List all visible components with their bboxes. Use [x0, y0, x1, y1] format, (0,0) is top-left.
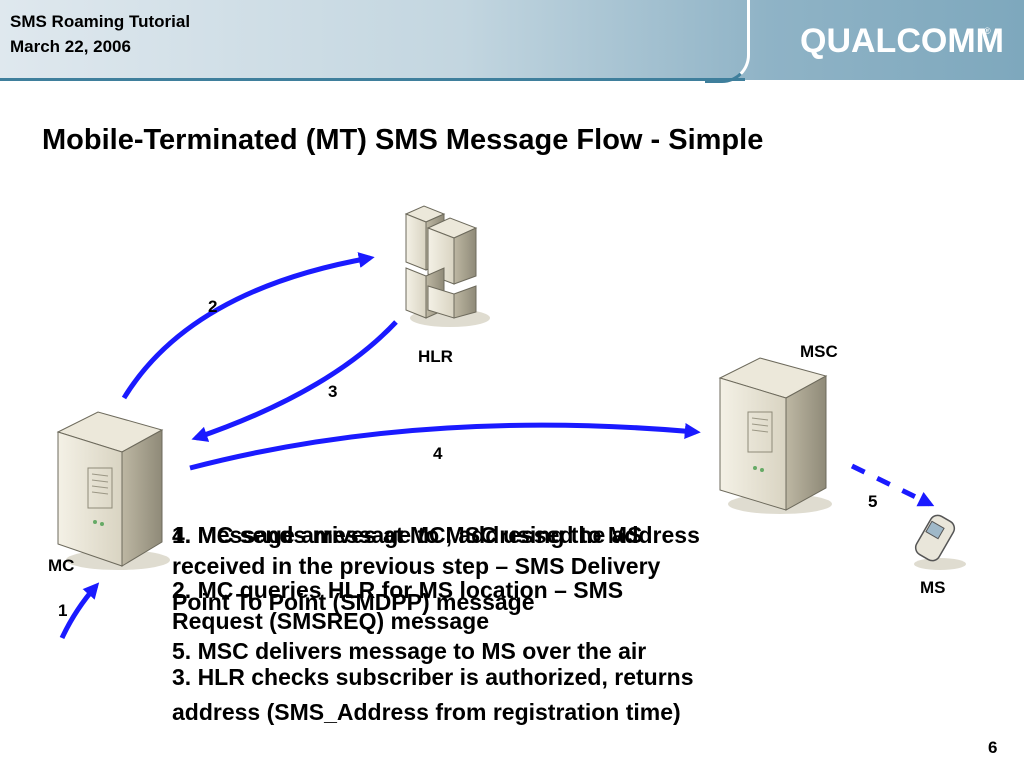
- mc-label: MC: [48, 556, 75, 575]
- ms-label: MS: [920, 578, 946, 597]
- slide-header: [0, 0, 1024, 80]
- header-divider: [0, 78, 745, 81]
- header-curve: [705, 0, 750, 83]
- registered-mark: ®: [984, 26, 991, 36]
- step-4-text-line-1: 4. MC sends message to MSC using the add…: [172, 522, 700, 548]
- hlr-server-icon: [404, 205, 490, 327]
- slide-title: Mobile-Terminated (MT) SMS Message Flow …: [42, 124, 764, 156]
- qualcomm-logo: QUALCOMM: [800, 22, 1004, 60]
- msc-label: MSC: [800, 342, 838, 361]
- step-5-text: 5. MSC delivers message to MS over the a…: [172, 638, 647, 664]
- arrow-number-3: 3: [328, 382, 338, 401]
- step-2-text-line-1: 2. MC queries HLR for MS location – SMS: [172, 577, 624, 603]
- step-1-text: 1. Message arrives at MC, addressed to M…: [172, 522, 643, 548]
- hlr-label: HLR: [418, 347, 453, 366]
- arrow-step-2: [121, 252, 375, 400]
- arrow-step-4: [189, 422, 701, 471]
- step-4-text-line-2: received in the previous step – SMS Deli…: [172, 553, 661, 579]
- step-3-text-line-1: 3. HLR checks subscriber is authorized, …: [172, 664, 694, 690]
- step-4-text-line-3: Point To Point (SMDPP) message: [172, 589, 535, 615]
- arrow-step-3: [191, 320, 398, 442]
- page-number: 6: [988, 738, 998, 757]
- arrow-number-1: 1: [58, 601, 68, 620]
- arrow-number-4: 4: [433, 444, 443, 463]
- step-3-text-line-2: address (SMS_Address from registration t…: [172, 699, 681, 725]
- mobile-phone-icon: [914, 514, 966, 570]
- presentation-date: March 22, 2006: [10, 37, 131, 56]
- step-2-text-line-2: Request (SMSREQ) message: [172, 608, 489, 634]
- arrow-number-2: 2: [208, 297, 218, 316]
- arrow-step-1: [59, 582, 100, 640]
- mc-server-icon: [56, 411, 170, 570]
- arrow-step-5: [850, 463, 935, 507]
- msc-server-icon: [718, 357, 832, 514]
- presentation-title: SMS Roaming Tutorial: [10, 12, 191, 31]
- arrow-number-5: 5: [868, 492, 878, 511]
